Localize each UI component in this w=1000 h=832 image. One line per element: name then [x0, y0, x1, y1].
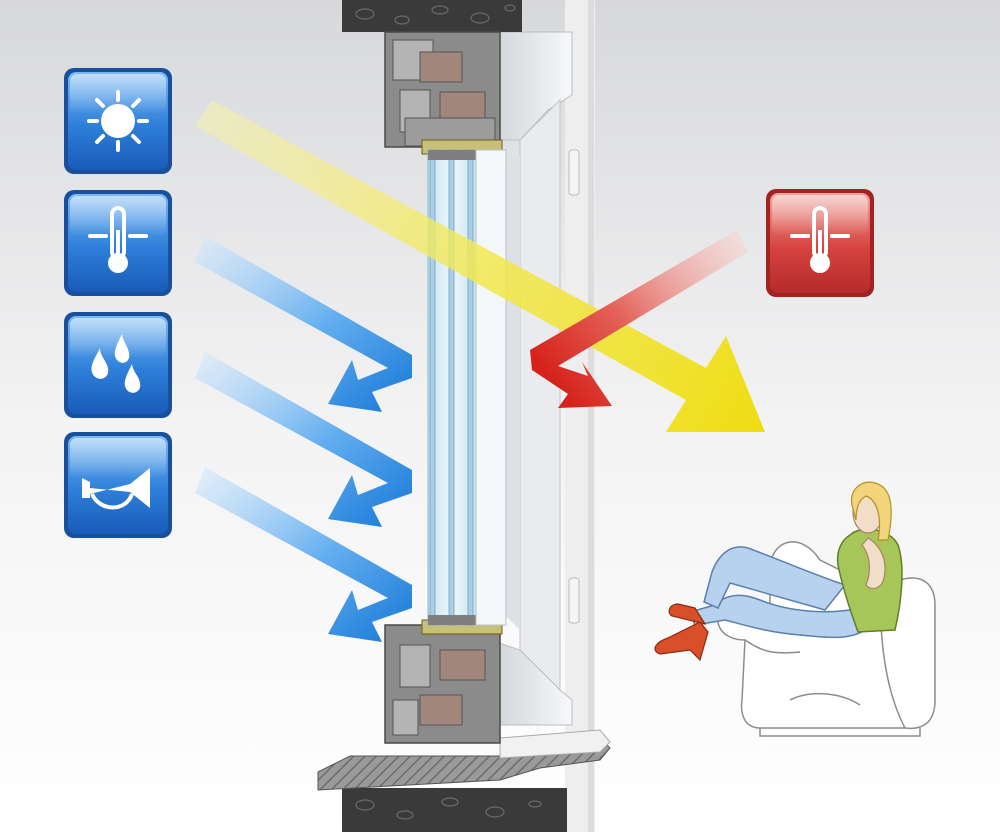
reveal-inner: [505, 155, 520, 630]
window-cross-section: [317, 0, 611, 832]
hinge-bottom: [568, 577, 580, 624]
left-shoe: [668, 603, 707, 625]
heat-arrow: [530, 230, 748, 408]
frame-bottom: [384, 619, 503, 744]
noise-tile: [64, 432, 172, 538]
thermometer-icon: [88, 206, 148, 273]
rain-arrow: [195, 352, 412, 527]
arm: [861, 537, 886, 590]
sun-icon: [87, 90, 149, 152]
cold-tile: [64, 190, 172, 296]
sunlight-arrow: [195, 100, 765, 432]
warm-thermometer-icon: [790, 206, 850, 273]
masonry-bottom: [342, 788, 567, 832]
hinge-top: [568, 149, 580, 196]
noise-arrow: [195, 467, 412, 642]
reveal-side: [519, 98, 561, 692]
wall-edge-shadow: [588, 0, 594, 832]
triple-glazing: [427, 149, 507, 626]
hair: [851, 481, 892, 541]
masonry-top: [342, 0, 522, 32]
warm-tile: [766, 189, 874, 297]
cold-arrow: [195, 236, 412, 412]
person-in-armchair: [654, 481, 936, 737]
outside-arrows: [195, 236, 412, 642]
rain-tile: [64, 312, 172, 418]
interior-sill: [499, 729, 611, 759]
horn-icon: [82, 468, 150, 510]
masonry-top-texture: [355, 4, 516, 25]
rain-drops-icon: [91, 334, 141, 393]
masonry-bottom-texture: [355, 797, 542, 820]
sun-tile: [64, 68, 172, 174]
right-shoe: [654, 621, 709, 662]
frame-top: [384, 31, 503, 155]
